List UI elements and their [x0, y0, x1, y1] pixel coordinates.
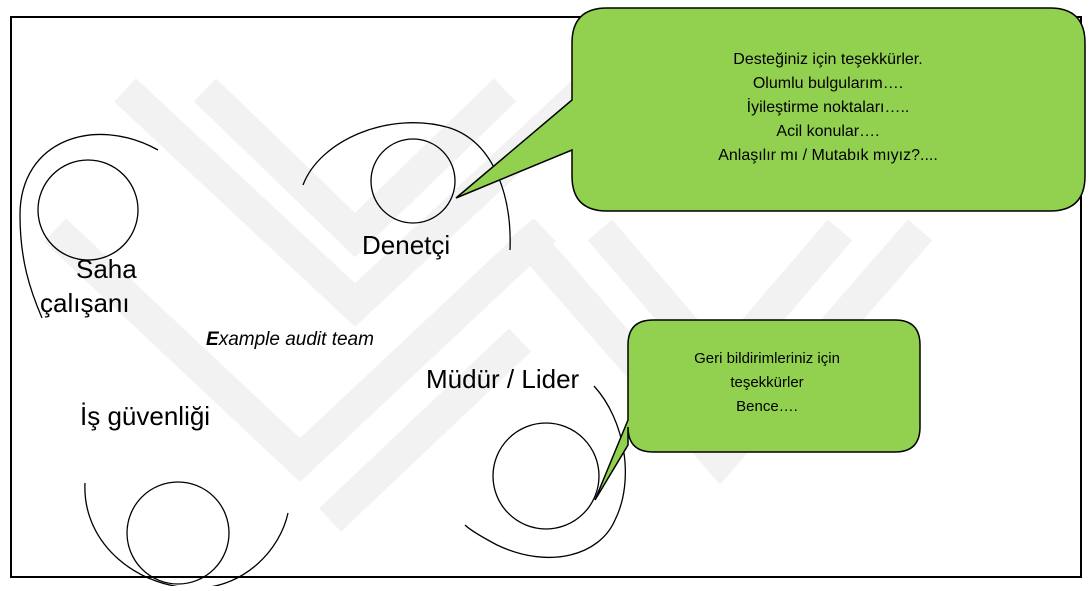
watermark-chevron	[44, 218, 556, 482]
denetci-shoulder-arc	[302, 122, 511, 251]
watermark-chevron	[507, 219, 933, 485]
denetci-figure	[302, 122, 511, 251]
label-mudur: Müdür / Lider	[426, 364, 580, 394]
label-saha-line-1: Saha	[76, 254, 137, 284]
team-caption: Example audit team	[206, 329, 374, 350]
speech-bubble-mudur-line-2: teşekkürler	[730, 374, 803, 391]
speech-bubble-denetci: Desteğiniz için teşekkürler. Olumlu bulg…	[455, 7, 1086, 212]
is-guvenligi-head	[126, 481, 230, 585]
watermark-chevron	[193, 78, 517, 258]
speech-bubble-denetci-line-2: Olumlu bulgularım….	[753, 75, 903, 92]
speech-bubble-denetci-line-4: Acil konular….	[776, 123, 879, 140]
slide-frame	[10, 16, 1082, 578]
watermark-stroke	[318, 328, 532, 532]
mudur-head	[492, 422, 600, 530]
team-caption-rest: xample audit team	[218, 329, 374, 350]
speech-bubble-mudur-shape	[594, 319, 921, 501]
label-saha-line-2: çalışanı	[40, 288, 130, 318]
saha-figure	[19, 133, 159, 319]
mudur-figure	[464, 385, 626, 558]
mudur-shoulder-arc	[464, 385, 626, 558]
is-guvenligi-figure	[84, 481, 289, 589]
speech-bubble-mudur-line-3: Bence….	[736, 398, 798, 415]
label-is-guvenligi: İş güvenliği	[80, 401, 210, 431]
speech-bubble-denetci-shape	[455, 7, 1086, 212]
speech-bubble-denetci-line-5: Anlaşılır mı / Mutabık mıyız?....	[718, 147, 938, 164]
speech-bubble-mudur-line-1: Geri bildirimleriniz için	[694, 350, 840, 367]
speech-bubble-mudur: Geri bildirimleriniz için teşekkürler Be…	[594, 319, 921, 501]
speech-bubble-denetci-line-1: Desteğiniz için teşekkürler.	[733, 51, 922, 68]
is-guvenligi-shoulder-arc	[84, 482, 289, 589]
saha-head	[37, 159, 139, 261]
speech-bubble-denetci-line-3: İyileştirme noktaları…..	[747, 97, 910, 116]
saha-shoulder-arc	[19, 133, 159, 319]
denetci-head	[370, 138, 456, 224]
label-denetci: Denetçi	[362, 230, 450, 260]
team-caption-initial: E	[206, 329, 220, 350]
